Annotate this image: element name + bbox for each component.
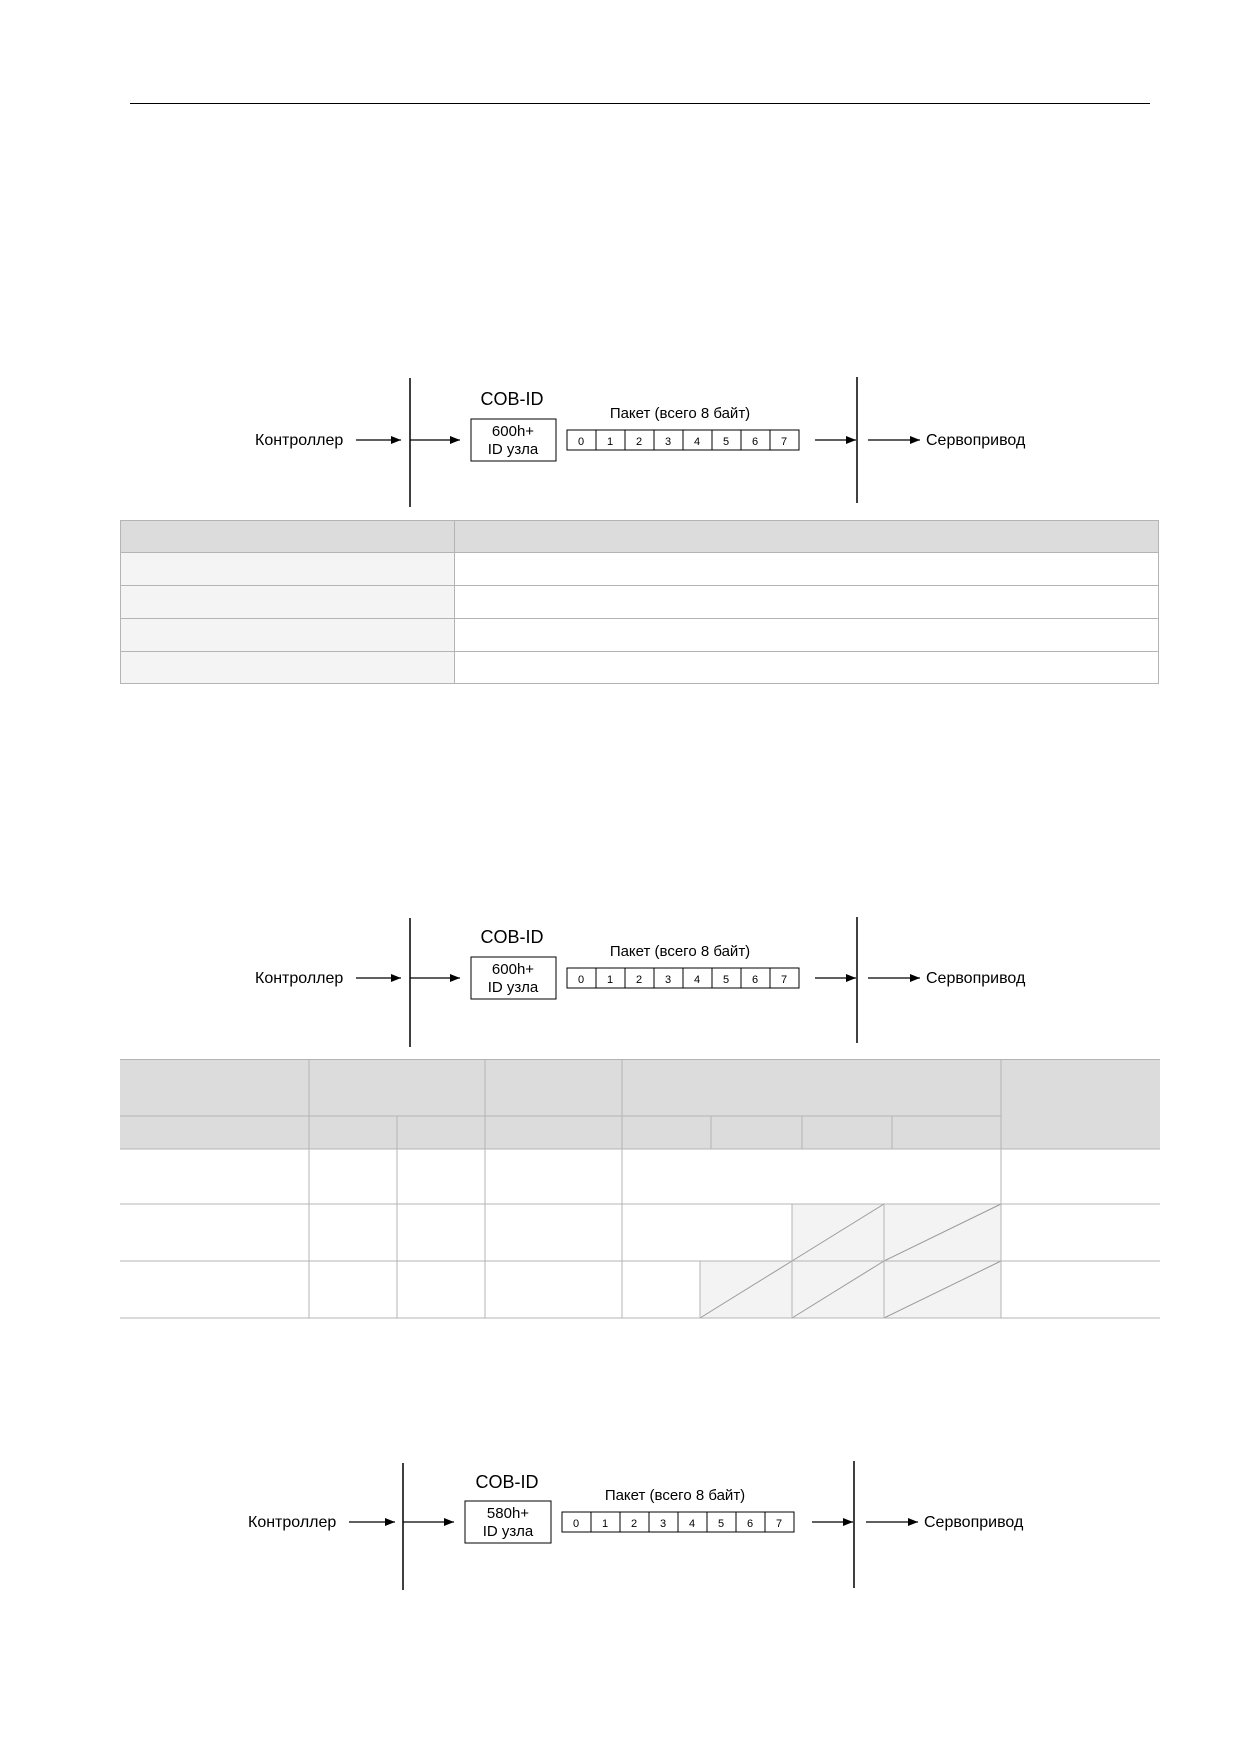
byte-label: 4 — [689, 1518, 695, 1530]
cob-id-label: COB-ID — [481, 389, 544, 409]
sdo-diagram-2: Контроллер COB-ID 600h+ ID узла Пакет (в… — [0, 915, 1239, 1050]
cob-id-node: ID узла — [483, 1523, 534, 1540]
table-cell — [454, 585, 1159, 619]
table-cell — [120, 651, 455, 684]
byte-label: 4 — [694, 974, 700, 986]
byte-label: 6 — [752, 974, 758, 986]
sender-label: Контроллер — [255, 970, 343, 987]
byte-label: 1 — [607, 974, 613, 986]
cob-id-node: ID узла — [488, 441, 539, 458]
byte-label: 0 — [578, 436, 584, 448]
cob-id-value: 580h+ — [487, 1505, 529, 1522]
byte-label: 5 — [723, 436, 729, 448]
cob-id-box — [470, 956, 557, 1000]
sdo-diagram-3: Контроллер COB-ID 580h+ ID узла Пакет (в… — [0, 1460, 1239, 1595]
byte-label: 1 — [602, 1518, 608, 1530]
byte-label: 5 — [718, 1518, 724, 1530]
byte-label: 2 — [631, 1518, 637, 1530]
table-cell — [454, 552, 1159, 586]
byte-cells: 0 1 2 3 4 5 6 7 — [566, 429, 800, 451]
receiver-label: Сервопривод — [926, 432, 1026, 449]
byte-label: 2 — [636, 436, 642, 448]
byte-label: 2 — [636, 974, 642, 986]
byte-label: 3 — [660, 1518, 666, 1530]
cob-id-label: COB-ID — [481, 927, 544, 947]
sdo-table-2 — [120, 1059, 1160, 1321]
receiver-label: Сервопривод — [924, 1514, 1024, 1531]
table-cell — [454, 618, 1159, 652]
cob-id-node: ID узла — [488, 979, 539, 996]
byte-cells: 0 1 2 3 4 5 6 7 — [561, 1511, 795, 1533]
table-header-cell — [454, 520, 1159, 553]
cob-id-value: 600h+ — [492, 423, 534, 440]
table-cell — [120, 552, 455, 586]
byte-label: 7 — [776, 1518, 782, 1530]
sdo-diagram-1: Контроллер COB-ID 600h+ ID узла Пакет (в… — [0, 375, 1239, 510]
byte-cells: 0 1 2 3 4 5 6 7 — [566, 967, 800, 989]
receiver-label: Сервопривод — [926, 970, 1026, 987]
byte-label: 5 — [723, 974, 729, 986]
cob-id-value: 600h+ — [492, 961, 534, 978]
byte-label: 0 — [578, 974, 584, 986]
byte-label: 0 — [573, 1518, 579, 1530]
cob-id-box — [464, 1500, 552, 1544]
table-cell — [120, 618, 455, 652]
table-cell — [120, 585, 455, 619]
table-header-row — [120, 1059, 1160, 1149]
byte-label: 6 — [747, 1518, 753, 1530]
byte-label: 3 — [665, 974, 671, 986]
sender-label: Контроллер — [248, 1514, 336, 1531]
byte-label: 3 — [665, 436, 671, 448]
sdo-table-1 — [120, 520, 1159, 684]
byte-label: 7 — [781, 436, 787, 448]
byte-label: 7 — [781, 974, 787, 986]
byte-label: 4 — [694, 436, 700, 448]
byte-label: 1 — [607, 436, 613, 448]
packet-label: Пакет (всего 8 байт) — [610, 405, 750, 422]
packet-label: Пакет (всего 8 байт) — [610, 943, 750, 960]
table-cell — [454, 651, 1159, 684]
header-rule — [130, 103, 1150, 104]
cob-id-label: COB-ID — [476, 1472, 539, 1492]
cob-id-box — [470, 418, 557, 462]
byte-label: 6 — [752, 436, 758, 448]
sender-label: Контроллер — [255, 432, 343, 449]
table-header-cell — [120, 520, 455, 553]
packet-label: Пакет (всего 8 байт) — [605, 1487, 745, 1504]
